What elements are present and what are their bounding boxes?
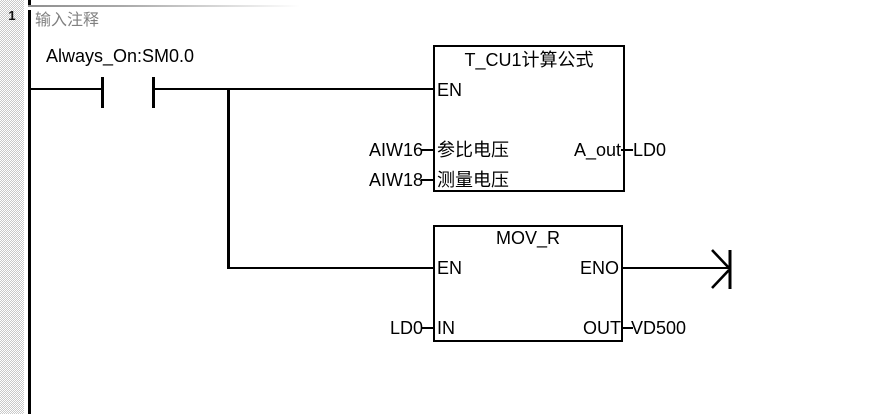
block-tcu1-output-stub (621, 149, 633, 151)
contact-right-bar (152, 77, 155, 108)
block-tcu1-input1-operand[interactable]: AIW16 (368, 140, 423, 160)
wire-branch-to-block2 (227, 267, 433, 269)
contact-left-bar (101, 77, 104, 108)
block-tcu1-title: T_CU1计算公式 (464, 50, 594, 70)
block-movr-title: MOV_R (495, 228, 560, 248)
block-movr-output-operand[interactable]: VD500 (631, 318, 687, 338)
block-tcu1-en-pin-label: EN (437, 80, 463, 100)
block-tcu1-output-operand[interactable]: LD0 (633, 140, 667, 160)
normally-open-contact[interactable] (101, 77, 155, 108)
network-margin[interactable] (0, 0, 24, 414)
block-movr-input-operand[interactable]: LD0 (389, 318, 423, 338)
block-movr-output-pin-label: OUT (583, 318, 621, 338)
wire-branch-vertical (227, 88, 230, 269)
power-rail (28, 10, 31, 414)
block-movr-eno-pin-label: ENO (579, 258, 619, 278)
wire-contact-to-block1 (155, 88, 433, 90)
network-number-label[interactable]: 1 (8, 8, 16, 23)
wire-eno-out (623, 267, 729, 269)
block-tcu1-input1-pin-label: 参比电压 (437, 140, 509, 160)
block-movr-input-stub (421, 327, 433, 329)
network-separator (28, 5, 300, 7)
contact-operand-label[interactable]: Always_On:SM0.0 (46, 46, 195, 66)
function-block-tcu1[interactable] (433, 45, 625, 192)
block-tcu1-output-pin-label: A_out (573, 140, 621, 160)
function-block-movr[interactable] (433, 225, 623, 342)
block-movr-en-pin-label: EN (437, 258, 463, 278)
block-tcu1-input1-stub (421, 149, 433, 151)
block-tcu1-input2-stub (421, 179, 433, 181)
block-tcu1-input2-pin-label: 测量电压 (437, 170, 509, 190)
block-movr-output-stub (621, 327, 633, 329)
power-rail-tick (28, 0, 31, 5)
block-movr-input-pin-label: IN (437, 318, 455, 338)
continuation-open-arrow-icon (711, 249, 732, 289)
block-tcu1-input2-operand[interactable]: AIW18 (368, 170, 423, 190)
network-comment[interactable]: 输入注释 (35, 12, 100, 29)
wire-rail-to-contact (31, 88, 101, 90)
